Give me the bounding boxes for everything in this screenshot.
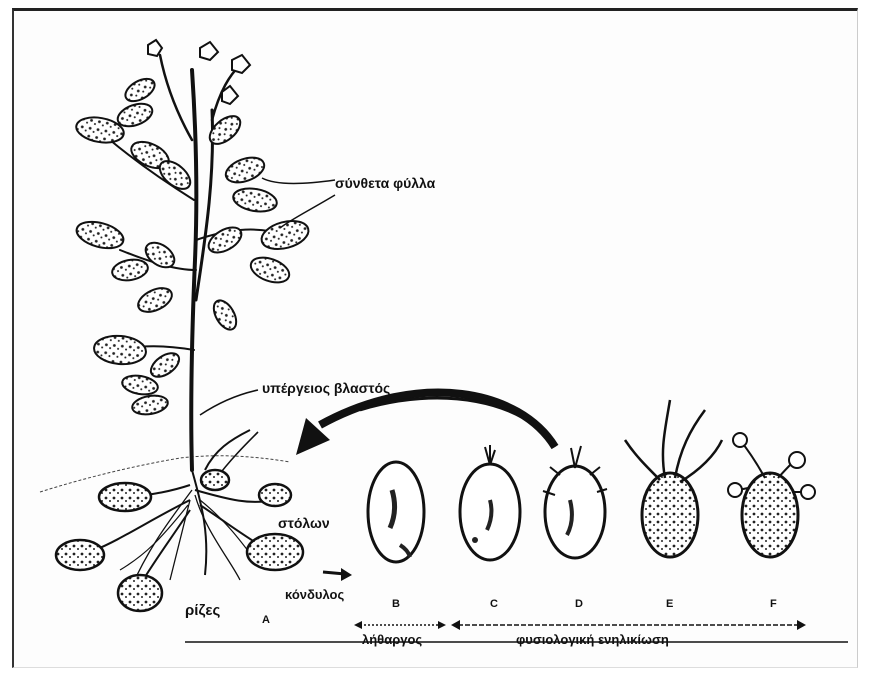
stage-label-d: D: [575, 598, 583, 610]
stage-label-f: F: [770, 598, 777, 610]
stage-label-c: C: [490, 598, 498, 610]
stage-tuber-c: [460, 445, 520, 560]
label-roots: ρίζες: [185, 602, 220, 619]
tuber-pointer-arrow: [323, 568, 352, 581]
stage-label-b: B: [392, 598, 400, 610]
stage-label-a: A: [262, 614, 270, 626]
label-dormancy: λήθαργος: [362, 632, 422, 647]
stage-label-e: E: [666, 598, 673, 610]
stage-tuber-b: [368, 462, 424, 562]
cycle-arrow: [296, 393, 555, 455]
label-compound-leaves: σύνθετα φύλλα: [335, 175, 436, 191]
stage-tuber-e: [625, 400, 722, 557]
label-physiological-age: φυσιολογική ενηλικίωση: [516, 632, 669, 647]
physiological-age-arrow: [451, 620, 806, 630]
dormancy-arrow: [354, 621, 446, 629]
label-aerial-stem: υπέργειος βλαστός: [262, 380, 390, 396]
stage-tuber-f: [728, 433, 815, 557]
stage-tuber-d: [543, 446, 607, 558]
label-stolon: στόλων: [278, 515, 330, 531]
soil-surface: [40, 456, 290, 492]
label-tuber: κόνδυλος: [285, 587, 344, 602]
